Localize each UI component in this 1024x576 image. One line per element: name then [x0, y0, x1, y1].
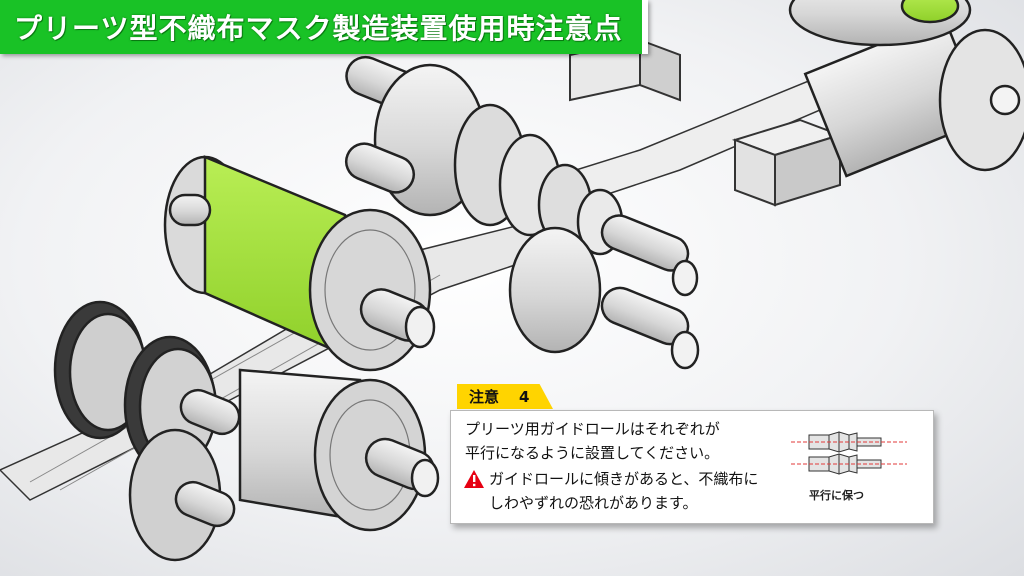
title-banner: プリーツ型不織布マスク製造装置使用時注意点	[0, 0, 649, 54]
parallel-roll-diagram	[791, 431, 907, 475]
green-roller	[163, 155, 436, 372]
pleat-guide-roll	[344, 55, 700, 370]
page-title: プリーツ型不織布マスク製造装置使用時注意点	[14, 12, 623, 45]
caution-panel: プリーツ用ガイドロールはそれぞれが 平行になるように設置してください。 ガイドロ…	[450, 410, 934, 524]
guide-block-top	[569, 38, 844, 207]
caution-label: 注意	[469, 388, 500, 406]
warning-line-1: ガイドロールに傾きがあると、不織布に	[489, 470, 759, 488]
warning-triangle-icon	[464, 470, 484, 488]
drive-gears	[53, 300, 241, 562]
caution-tab: 注意 4	[457, 384, 553, 409]
warning-line-2: しわやずれの恐れがあります。	[489, 494, 698, 512]
diagram-caption: 平行に保つ	[809, 489, 864, 502]
instruction-line-2: 平行になるように設置してください。	[465, 444, 720, 462]
caution-number: 4	[519, 387, 530, 406]
instruction-line-1: プリーツ用ガイドロールはそれぞれが	[465, 420, 720, 438]
back-roller-large	[788, 0, 1024, 178]
lower-roller	[238, 368, 440, 532]
